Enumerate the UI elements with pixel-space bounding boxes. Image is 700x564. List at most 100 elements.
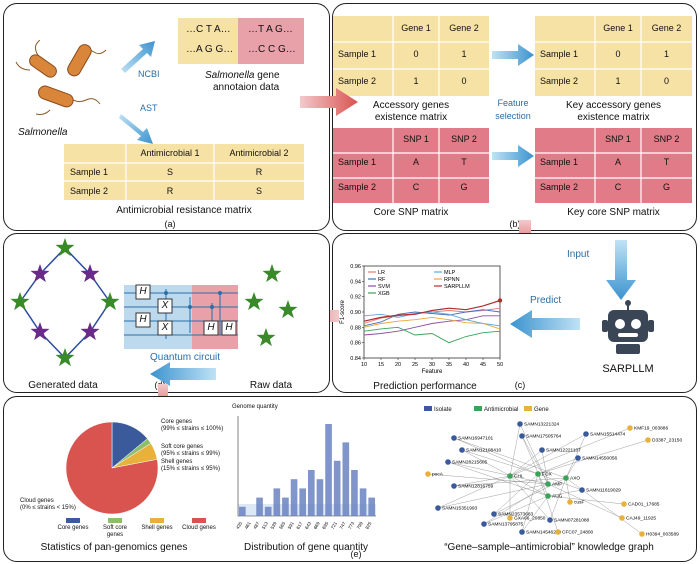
kg-gene-label: KMF19_003886 bbox=[634, 426, 668, 432]
snp-caption: Core SNP matrix bbox=[373, 207, 449, 218]
generated-data-caption: Generated data bbox=[28, 380, 98, 391]
kg-isolate-label: SAMN12816759 bbox=[458, 484, 494, 490]
kg-edge bbox=[509, 427, 631, 477]
panel-e-label: (e) bbox=[350, 549, 362, 559]
amr-row1-sample: Sample 1 bbox=[70, 167, 109, 177]
keyacc-r2-g1: 1 bbox=[615, 76, 621, 86]
kg-isolate-label: SAMN14546260 bbox=[526, 530, 562, 536]
prediction-performance-caption: Prediction performance bbox=[373, 381, 477, 392]
amr-caption: Antimicrobial resistance matrix bbox=[116, 205, 252, 216]
kg-isolate-node bbox=[583, 431, 589, 437]
salmonella-label: Salmonella bbox=[18, 127, 68, 138]
kg-legend-item: Gene bbox=[524, 406, 549, 414]
x-tick-label: 30 bbox=[429, 362, 435, 368]
hist-x-tick-label: 747 bbox=[339, 521, 347, 530]
seq-left-top: …C T A… bbox=[186, 24, 231, 35]
star-node bbox=[244, 292, 264, 311]
gate-x-1: X bbox=[161, 300, 169, 311]
kg-gene-node bbox=[555, 529, 561, 535]
legend-swatch bbox=[524, 406, 532, 411]
kg-legend-item: Antimicrobial bbox=[474, 406, 518, 414]
kg-isolate-node bbox=[575, 455, 581, 461]
kg-edge bbox=[549, 477, 567, 521]
kg-edge bbox=[493, 473, 539, 515]
kg-gene-node bbox=[507, 515, 513, 521]
quantum-circuit-blue-region bbox=[124, 285, 192, 349]
ncbi-arrow bbox=[121, 41, 155, 73]
legend-label-xgb: XGB bbox=[378, 291, 390, 297]
pie-core-range: (99% ≤ strains ≤ 100%) bbox=[161, 426, 224, 432]
series-line-rpnn bbox=[363, 316, 501, 330]
kg-edges bbox=[427, 423, 649, 535]
kg-isolate-label: SAMN13795875 bbox=[488, 522, 524, 528]
snp-r2-v2: G bbox=[460, 182, 468, 192]
kg-gene-label: D3387_23150 bbox=[652, 438, 682, 444]
kg-edge bbox=[509, 433, 587, 477]
input-arrow bbox=[606, 240, 636, 300]
series-line-mlp bbox=[363, 311, 501, 327]
kg-antimicrobial-label: CHL bbox=[514, 474, 524, 480]
predict-arrow bbox=[510, 310, 580, 338]
x-tick-label: 35 bbox=[446, 362, 452, 368]
hist-bar bbox=[308, 470, 315, 516]
kg-edge bbox=[537, 473, 583, 491]
input-label: Input bbox=[567, 249, 590, 260]
kg-isolate-node bbox=[519, 433, 525, 439]
selection-label: selection bbox=[495, 111, 531, 121]
kg-isolate-node bbox=[539, 447, 545, 453]
keyacc-r2-g2: 0 bbox=[663, 76, 669, 86]
kg-edge bbox=[483, 495, 549, 525]
snp-r1-s: Sample 1 bbox=[338, 157, 377, 167]
hist-x-tick-label: 487 bbox=[252, 521, 260, 530]
feature-selection-arrow-top bbox=[492, 44, 534, 66]
pie-slice-cloud-genes bbox=[65, 421, 159, 515]
kg-edge bbox=[565, 457, 579, 479]
hist-bar bbox=[256, 497, 263, 516]
kg-gene-node bbox=[645, 437, 651, 443]
gene-sequence-right bbox=[238, 18, 304, 64]
ncbi-label: NCBI bbox=[138, 69, 160, 79]
keyacc-r2-s: Sample 2 bbox=[540, 76, 579, 86]
kg-isolate-node bbox=[517, 421, 523, 427]
gene-sequence-left bbox=[178, 18, 238, 64]
kg-gene-label: CAJ49_11925 bbox=[626, 516, 656, 522]
kg-isolate-node bbox=[519, 529, 525, 535]
kg-isolate-node bbox=[445, 459, 451, 465]
kg-edge bbox=[453, 437, 567, 479]
pie-cloud-range: (0% ≤ strains < 15%) bbox=[20, 505, 76, 511]
legend-label: Shell genes bbox=[141, 525, 173, 531]
keyacc-r1-g2: 1 bbox=[663, 49, 669, 59]
seq-right-bottom: …C C G… bbox=[248, 44, 296, 55]
star-node bbox=[256, 328, 276, 347]
raw-data-caption: Raw data bbox=[249, 380, 293, 391]
snp-h2: SNP 2 bbox=[451, 134, 477, 144]
pie-soft-range: (95% ≤ strains ≤ 99%) bbox=[161, 451, 220, 457]
amr-table-grid bbox=[64, 144, 304, 200]
kg-isolate-label: SAMN15351993 bbox=[442, 506, 478, 512]
kg-edge bbox=[437, 483, 549, 509]
feature-label: Feature bbox=[497, 98, 529, 108]
star-node bbox=[30, 322, 50, 341]
kg-legend-item: Isolate bbox=[424, 406, 452, 414]
x-tick-label: 40 bbox=[463, 362, 469, 368]
star-node bbox=[80, 322, 100, 341]
hist-bar bbox=[299, 488, 306, 516]
sarpllm-robot-icon bbox=[602, 300, 654, 354]
pie-core-label: Core genes bbox=[161, 419, 193, 425]
pie-soft-label: Soft core genes bbox=[161, 444, 204, 450]
keyacc-caption-2: existence matrix bbox=[577, 112, 650, 123]
hist-x-tick-label: 643 bbox=[304, 521, 312, 530]
kg-antimicrobial-node bbox=[563, 475, 569, 481]
kg-edge bbox=[461, 449, 549, 497]
quantum-circuit-pink-region bbox=[192, 285, 238, 349]
hist-x-tick-label: 565 bbox=[278, 521, 286, 530]
hist-x-tick-label: 591 bbox=[287, 521, 295, 530]
kg-antimicrobial-label: FOX bbox=[542, 472, 553, 478]
acc-r2-g2: 0 bbox=[461, 76, 467, 86]
kg-edge bbox=[537, 457, 579, 475]
kg-antimicrobial-node bbox=[545, 481, 551, 487]
hist-bar bbox=[368, 497, 375, 516]
hist-x-tick-label: 461 bbox=[244, 521, 252, 530]
